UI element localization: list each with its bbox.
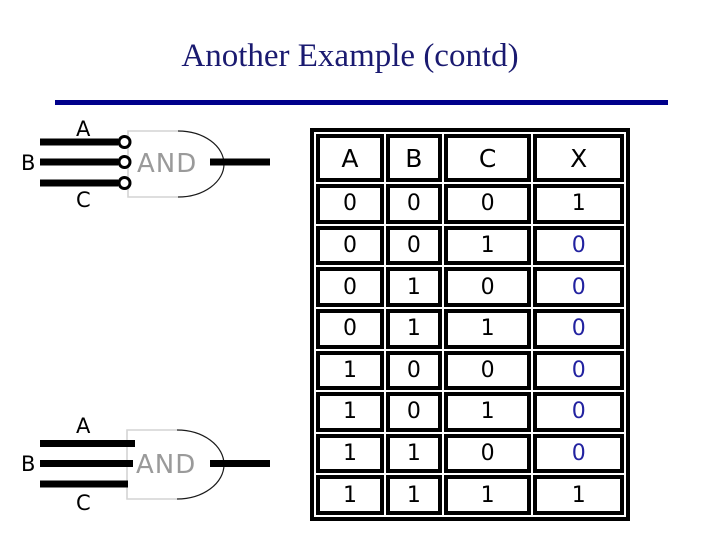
cell-b: 1 xyxy=(385,433,442,474)
input-label-b: B xyxy=(21,452,35,476)
cell-x: 0 xyxy=(533,225,624,266)
cell-c: 1 xyxy=(443,392,532,432)
cell-b: 1 xyxy=(385,267,442,307)
truth-table: A B C X 0 0 0 1 0 0 1 0 0 1 0 xyxy=(310,128,630,521)
cell-x: 0 xyxy=(533,350,624,391)
cell-c: 0 xyxy=(443,267,532,307)
cell-x: 0 xyxy=(533,267,624,307)
inverter-bubble-b xyxy=(117,155,132,169)
inverter-bubble-c xyxy=(117,176,132,190)
cell-b: 0 xyxy=(385,392,442,432)
truth-table-header-row: A B C X xyxy=(316,134,624,182)
cell-x: 0 xyxy=(533,392,624,432)
input-label-a: A xyxy=(76,414,91,438)
output-wire xyxy=(210,460,270,467)
cell-a: 0 xyxy=(316,184,384,224)
input-label-a: A xyxy=(76,117,91,141)
cell-b: 1 xyxy=(385,475,442,515)
table-row: 0 1 0 0 xyxy=(316,267,624,307)
cell-c: 1 xyxy=(443,308,532,349)
cell-x: 0 xyxy=(533,433,624,474)
cell-c: 0 xyxy=(443,350,532,391)
output-wire xyxy=(210,158,270,166)
cell-a: 1 xyxy=(316,433,384,474)
input-label-c: C xyxy=(76,491,91,515)
cell-a: 0 xyxy=(316,267,384,307)
and-gate-label: AND xyxy=(136,450,196,480)
inverter-bubble-a xyxy=(117,135,132,149)
cell-b: 0 xyxy=(385,225,442,266)
title-underline-rule xyxy=(55,100,668,105)
cell-a: 1 xyxy=(316,350,384,391)
table-row: 1 1 0 0 xyxy=(316,433,624,474)
cell-a: 1 xyxy=(316,392,384,432)
cell-c: 1 xyxy=(443,475,532,515)
cell-b: 1 xyxy=(385,308,442,349)
cell-x: 1 xyxy=(533,475,624,515)
input-wire-c xyxy=(40,179,118,187)
input-wire-a xyxy=(40,138,118,146)
table-row: 0 0 1 0 xyxy=(316,225,624,266)
table-row: 0 0 0 1 xyxy=(316,184,624,224)
cell-a: 0 xyxy=(316,225,384,266)
cell-c: 0 xyxy=(443,433,532,474)
and-gate-label: AND xyxy=(137,149,197,179)
input-wire-a xyxy=(40,440,135,447)
slide-title: Another Example (contd) xyxy=(181,38,519,74)
cell-b: 0 xyxy=(385,350,442,391)
table-row: 1 0 0 0 xyxy=(316,350,624,391)
input-wire-b xyxy=(40,158,118,166)
header-x: X xyxy=(533,134,624,182)
cell-b: 0 xyxy=(385,184,442,224)
input-wire-b xyxy=(40,460,133,467)
table-row: 1 0 1 0 xyxy=(316,392,624,432)
input-label-c: C xyxy=(76,188,91,212)
table-row: 1 1 1 1 xyxy=(316,475,624,515)
cell-a: 1 xyxy=(316,475,384,515)
header-b: B xyxy=(385,134,442,182)
cell-c: 1 xyxy=(443,225,532,266)
header-a: A xyxy=(316,134,384,182)
table-row: 0 1 1 0 xyxy=(316,308,624,349)
input-wire-c xyxy=(40,480,128,488)
cell-x: 0 xyxy=(533,308,624,349)
and-gate-bottom-diagram: AND A B C xyxy=(21,414,270,515)
input-label-b: B xyxy=(21,151,35,175)
header-c: C xyxy=(443,134,532,182)
cell-a: 0 xyxy=(316,308,384,349)
cell-x: 1 xyxy=(533,184,624,224)
cell-c: 0 xyxy=(443,184,532,224)
and-gate-top-diagram: AND A B C xyxy=(21,117,270,212)
